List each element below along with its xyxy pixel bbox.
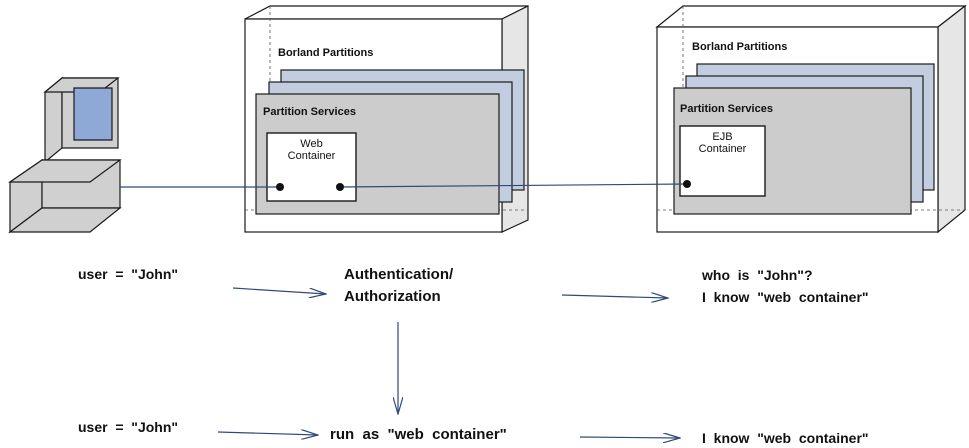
ejb-container-port-icon [683,180,691,188]
ejb-container-line1: EJB [712,131,732,143]
right-server-box: Borland Partitions Partition Services EJ… [655,4,967,234]
left-partitions-label: Borland Partitions [278,47,373,59]
auth-line2: Authorization [344,288,441,305]
ejb-container-line2: Container [699,143,747,155]
user-to-run-as-arrow [217,432,318,435]
web-container-line1: Web [300,138,322,150]
row1-user-label: user = "John" [78,266,178,282]
run-as-label: run as "web container" [330,426,507,443]
row2-user-label: user = "John" [78,419,178,435]
auth-line1: Authentication/ [344,266,454,283]
who-line1: who is "John"? [701,267,813,283]
web-to-ejb-container-line [339,183,688,188]
run-as-to-know-arrow [579,437,680,438]
web-container-out-port-icon [336,183,344,191]
ejb-container-box [679,125,766,197]
auth-to-who-arrow [561,295,668,298]
screen-icon [73,87,113,141]
right-services-label: Partition Services [680,103,773,115]
who-line2: I know "web container" [702,289,869,305]
user-to-auth-arrow [232,287,326,294]
left-services-label: Partition Services [263,106,356,118]
left-server-box: Borland Partitions Partition Services We… [244,5,529,233]
row2-know-label: I know "web container" [702,430,869,446]
right-partitions-label: Borland Partitions [692,41,787,53]
web-container-in-port-icon [276,183,284,191]
web-container-line2: Container [288,150,336,162]
client-computer-icon [8,76,122,234]
